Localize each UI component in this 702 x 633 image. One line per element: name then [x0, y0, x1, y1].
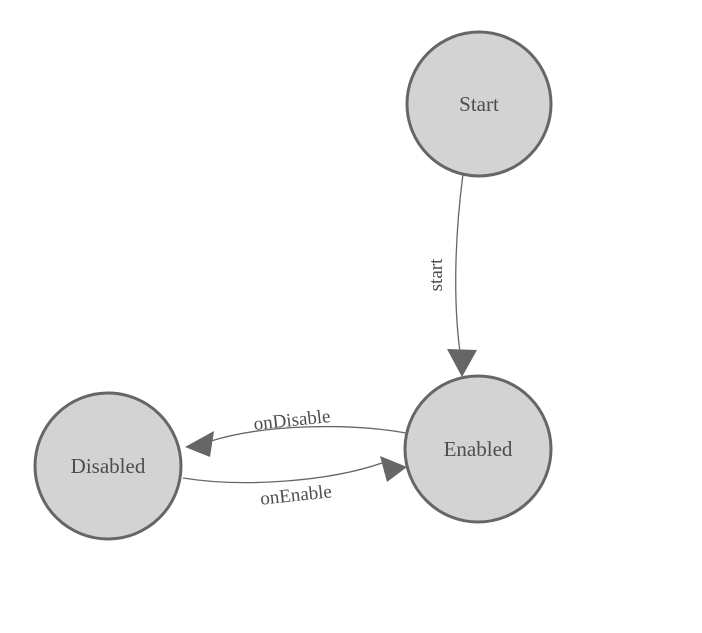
enabled-node-label: Enabled: [444, 437, 513, 461]
arrowhead-into-enabled-left: [380, 456, 407, 482]
arrowhead-into-enabled-top: [447, 349, 477, 377]
enabled-node-circle: [403, 374, 553, 524]
edge-disabled-to-enabled-line: [182, 462, 383, 484]
edge-label-ondisable: onDisable: [253, 406, 332, 435]
edge-start-to-enabled-line: [455, 173, 464, 353]
start-node-label: Start: [459, 92, 499, 116]
edge-start-to-enabled: start: [426, 173, 477, 377]
edge-label-start: start: [426, 258, 447, 291]
disabled-node-circle: [33, 391, 183, 541]
arrowhead-into-disabled-right: [185, 431, 214, 457]
start-node-circle: [405, 30, 553, 178]
edge-enabled-to-disabled-line: [210, 425, 407, 442]
disabled-node-label: Disabled: [71, 454, 146, 478]
node-disabled: Disabled: [33, 391, 183, 541]
edge-label-onenable: onEnable: [259, 481, 333, 509]
edge-disabled-to-enabled: onEnable: [182, 456, 407, 510]
node-start: Start: [405, 30, 553, 178]
edge-enabled-to-disabled: onDisable: [185, 406, 407, 457]
node-enabled: Enabled: [403, 374, 553, 524]
